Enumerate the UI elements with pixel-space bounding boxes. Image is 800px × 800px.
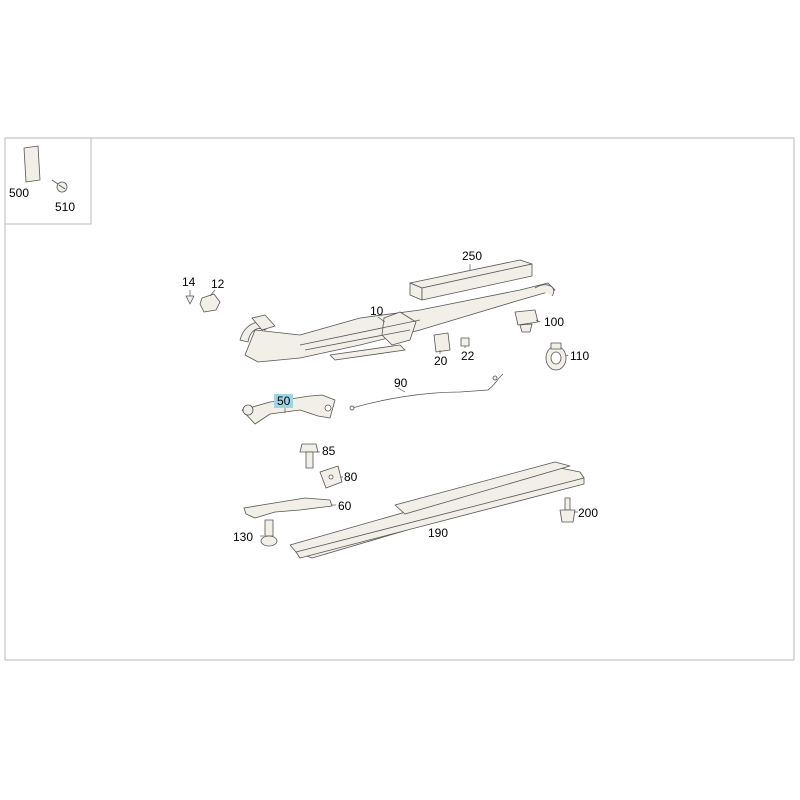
part-130-bolt[interactable] [260,519,278,547]
callout-110: 110 [570,349,590,363]
callout-510: 510 [55,200,76,214]
callout-50-highlighted[interactable]: 50 [274,394,294,408]
leader-lines [189,264,578,537]
part-110-clamp[interactable] [545,342,567,371]
part-190-sill-trim[interactable] [289,461,585,559]
part-12-pad[interactable] [199,293,221,313]
callout-250: 250 [462,249,483,263]
callout-60: 60 [338,499,352,513]
part-100-switch[interactable] [514,309,539,333]
part-200-fastener[interactable] [559,497,576,523]
callout-10: 10 [370,304,384,318]
callout-20: 20 [434,354,448,368]
callout-200: 200 [578,506,599,520]
callout-90: 90 [394,376,408,390]
part-60-lever-arm[interactable] [243,497,333,519]
part-500-sticker[interactable] [23,145,41,183]
part-85-bolt[interactable] [299,443,319,469]
part-10-wiring-harness[interactable] [239,282,556,363]
part-90-cable[interactable] [349,373,504,411]
part-510-screw[interactable] [51,179,68,193]
callout-100: 100 [544,315,565,329]
callout-190: 190 [428,526,449,540]
part-80-bracket[interactable] [319,465,343,489]
callout-12: 12 [211,277,225,291]
callout-22: 22 [461,349,475,363]
outer-frame [4,137,795,661]
part-20-connector[interactable] [433,332,451,353]
part-50-lever[interactable] [241,394,336,425]
callout-85: 85 [322,444,336,458]
callout-14: 14 [182,275,196,289]
callout-130: 130 [233,530,254,544]
callout-80: 80 [344,470,358,484]
part-14-clip[interactable] [185,295,195,305]
part-250-foam-block[interactable] [409,259,533,301]
callout-500: 500 [9,186,30,200]
part-22-plug[interactable] [460,337,470,347]
inset-frame [4,137,92,225]
